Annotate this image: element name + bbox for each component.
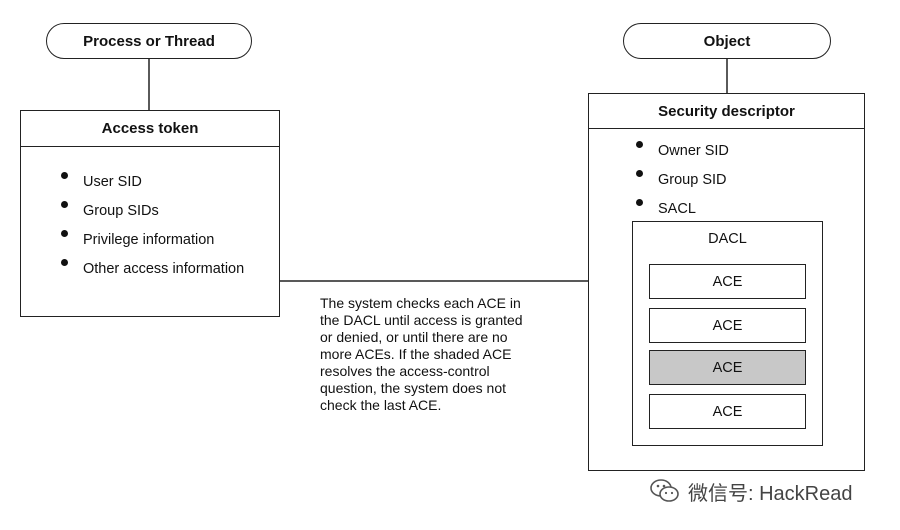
list-item: Group SID (636, 169, 729, 198)
ace-label: ACE (712, 317, 743, 334)
watermark-text: 微信号: HackRead (688, 482, 853, 505)
access-token-title: Access token (21, 111, 279, 147)
dacl-title: DACL (708, 231, 747, 247)
access-token-list: User SID Group SIDs Privilege informatio… (61, 171, 244, 287)
process-thread-pill: Process or Thread (46, 23, 252, 59)
security-descriptor-list: Owner SID Group SID SACL (636, 140, 729, 227)
ace-3-shaded: ACE (649, 350, 806, 385)
note-line: or denied, or until there are no (320, 329, 508, 345)
ace-1: ACE (649, 264, 806, 299)
list-item: Group SIDs (61, 200, 244, 229)
ace-label: ACE (712, 359, 743, 376)
ace-2: ACE (649, 308, 806, 343)
access-token-title-text: Access token (101, 120, 199, 137)
note-line: resolves the access-control (320, 363, 490, 379)
object-label: Object (703, 32, 751, 50)
list-item: Owner SID (636, 140, 729, 169)
ace-4: ACE (649, 394, 806, 429)
dacl-box: DACL (632, 221, 823, 446)
list-item: SACL (636, 198, 729, 227)
note-line: more ACEs. If the shaded ACE (320, 346, 512, 362)
ace-label: ACE (712, 403, 743, 420)
object-pill: Object (623, 23, 831, 59)
ace-label: ACE (712, 273, 743, 290)
list-item: Privilege information (61, 229, 244, 258)
process-thread-label: Process or Thread (83, 32, 215, 50)
note-line: check the last ACE. (320, 397, 442, 413)
security-descriptor-title-text: Security descriptor (658, 102, 795, 120)
note-line: question, the system does not (320, 380, 506, 396)
note-line: The system checks each ACE in (320, 295, 521, 311)
access-token-box: Access token User SID Group SIDs Privile… (20, 110, 280, 317)
list-item: Other access information (61, 258, 244, 287)
note-line: the DACL until access is granted (320, 312, 523, 328)
explanation-note: The system checks each ACE in the DACL u… (320, 295, 570, 414)
security-descriptor-title: Security descriptor (589, 94, 864, 129)
list-item: User SID (61, 171, 244, 200)
wechat-icon (650, 479, 679, 502)
watermark: 微信号: HackRead (650, 476, 853, 506)
